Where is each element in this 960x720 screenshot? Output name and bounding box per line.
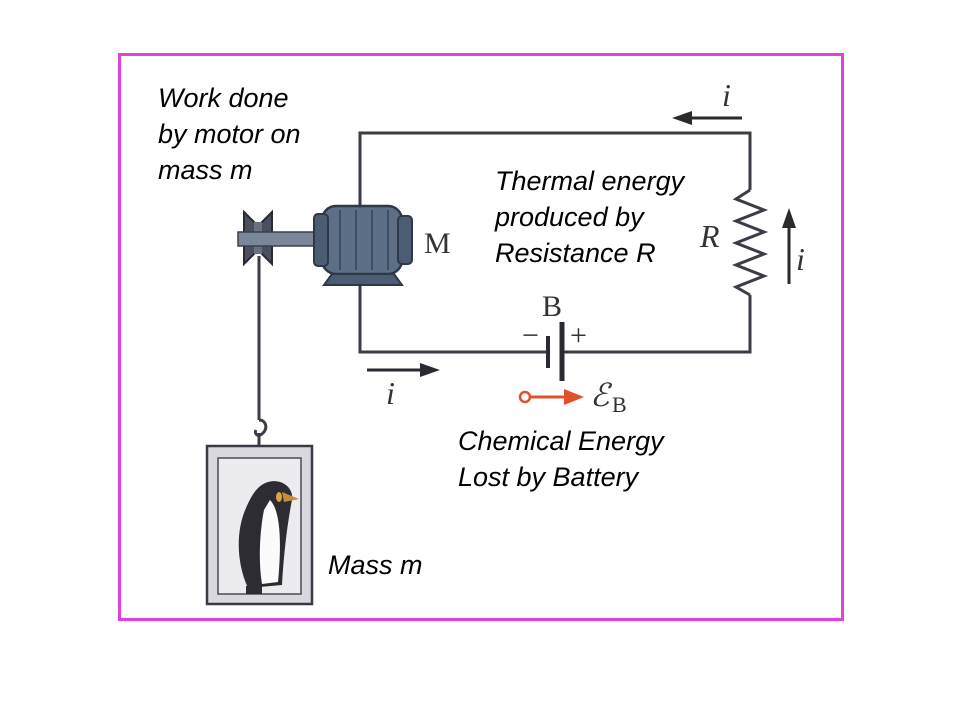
caption-thermal-line1: Thermal energy xyxy=(495,166,686,196)
caption-motor-work-line3: mass m xyxy=(158,155,253,185)
caption-thermal: Thermal energy produced by Resistance R xyxy=(494,166,692,268)
hook-icon xyxy=(254,418,268,446)
current-label-bottom: i xyxy=(386,375,395,411)
current-arrow-right xyxy=(782,208,796,284)
resistor-zigzag xyxy=(731,188,769,297)
battery-plus-sign: + xyxy=(570,319,587,352)
caption-thermal-line3: Resistance R xyxy=(495,238,656,268)
penguin-icon xyxy=(238,481,299,594)
caption-thermal-line2: produced by xyxy=(494,202,645,232)
motor-symbol: M xyxy=(424,227,451,260)
current-arrow-top xyxy=(672,111,742,125)
motor-body xyxy=(313,204,413,286)
caption-chemical: Chemical Energy Lost by Battery xyxy=(458,426,671,492)
right-bottom-wire xyxy=(562,295,752,354)
top-wire xyxy=(358,131,752,220)
caption-motor-work-line2: by motor on xyxy=(158,119,301,149)
caption-chemical-line1: Chemical Energy xyxy=(458,426,665,456)
caption-motor-work: Work done by motor on mass m xyxy=(158,83,308,185)
caption-mass: Mass m xyxy=(328,550,423,580)
bottom-wire xyxy=(358,283,548,354)
battery-minus-sign: − xyxy=(522,319,539,352)
resistor-symbol: R xyxy=(699,218,720,254)
caption-chemical-line2: Lost by Battery xyxy=(458,462,640,492)
emf-arrow xyxy=(518,389,584,405)
current-arrow-bottom xyxy=(367,363,440,377)
caption-motor-work-line1: Work done xyxy=(158,83,289,113)
circuit-wires xyxy=(358,131,752,354)
emf-subscript: B xyxy=(612,392,627,417)
emf-symbol: ℰ xyxy=(590,377,613,413)
current-label-top: i xyxy=(722,77,731,113)
current-label-right: i xyxy=(796,241,805,277)
battery xyxy=(546,322,565,381)
motor-shaft xyxy=(237,231,325,247)
battery-symbol: B xyxy=(542,290,562,323)
